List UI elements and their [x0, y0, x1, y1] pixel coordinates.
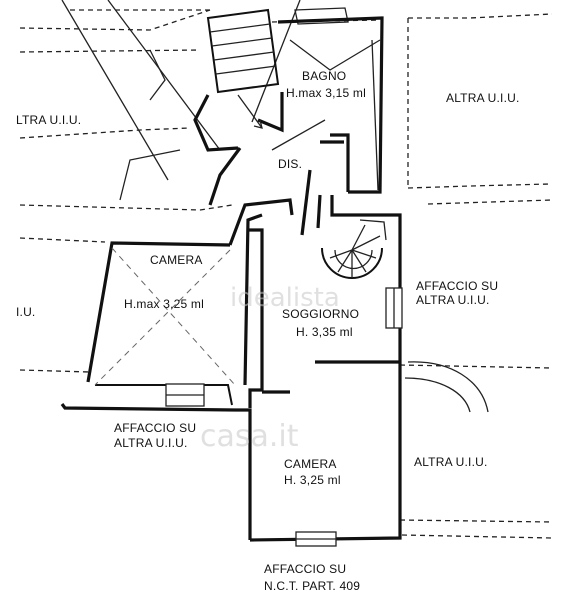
property-boundaries [19, 9, 553, 539]
label-bagno: BAGNO [302, 69, 346, 83]
label-affaccio-bottom-line2: N.C.T. PART. 409 [264, 579, 360, 593]
label-dis: DIS. [278, 157, 302, 171]
label-soggiorno: SOGGIORNO [282, 307, 359, 321]
exterior-walls [60, 16, 402, 542]
label-affaccio-right-line1: AFFACCIO SU [416, 279, 498, 293]
interior-walls [95, 140, 400, 408]
label-camera-1-height: H.max 3,25 ml [124, 297, 204, 311]
label-altra-left-top: LTRA U.I.U. [16, 113, 81, 127]
label-altra-left-mid: I.U. [16, 305, 35, 319]
spiral-staircase [321, 219, 387, 279]
watermark-casa: casa.it [200, 419, 299, 454]
label-affaccio-bottom-line1: AFFACCIO SU [264, 562, 346, 576]
label-affaccio-left-line2: ALTRA U.I.U. [114, 436, 188, 450]
windows [165, 287, 403, 547]
door-arrow [237, 94, 263, 129]
entrance-stairs [206, 7, 349, 94]
label-affaccio-left-line1: AFFACCIO SU [114, 421, 196, 435]
label-altra-top-right: ALTRA U.I.U. [446, 91, 520, 105]
label-altra-bottom-right: ALTRA U.I.U. [414, 455, 488, 469]
label-camera-1: CAMERA [150, 253, 203, 267]
label-bagno-height: H.max 3,15 ml [286, 86, 366, 100]
camera-cross-lines [94, 247, 236, 386]
watermark-idealista: idealista [230, 283, 340, 313]
label-camera-2-height: H. 3,25 ml [284, 473, 341, 487]
label-camera-2: CAMERA [284, 457, 337, 471]
label-affaccio-right-line2: ALTRA U.I.U. [416, 293, 490, 307]
label-soggiorno-height: H. 3,35 ml [296, 325, 353, 339]
